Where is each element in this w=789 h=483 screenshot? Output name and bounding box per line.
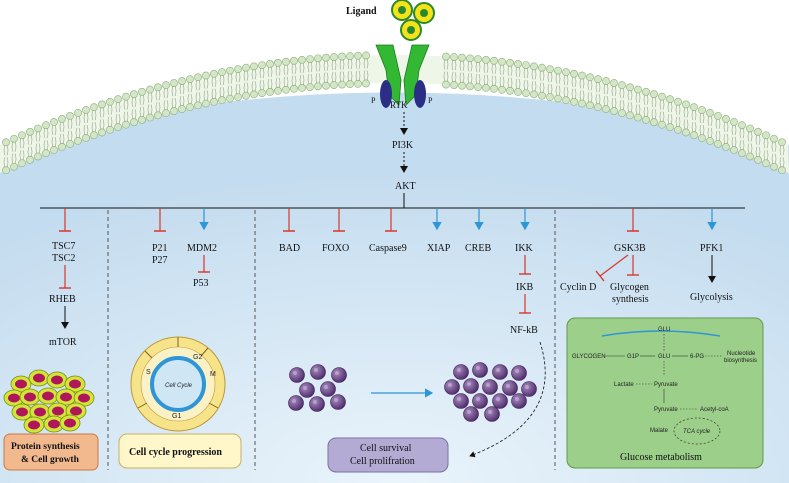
cell-cycle-wheel [130,336,226,432]
phase-g1-label: G1 [172,413,181,420]
ligand-label: Ligand [346,6,377,17]
creb-label: CREB [465,243,491,254]
met-malate: Malate [650,428,669,434]
cell-cycle-progression-label: Cell cycle progression [129,447,222,458]
cell-cycle-center-label: Cell Cycle [165,383,193,389]
cells-group-left [288,364,347,412]
branch-arrows [59,208,717,232]
met-pyruvate-1: Pyruvate [654,382,678,388]
rtk-label: RTK [390,100,408,110]
cell-survival-line2: Cell prolifration [350,456,415,467]
glycogen-label: Glycogen [610,282,649,293]
phase-m-label: M [210,371,216,378]
met-6pg: 6-PG [690,354,704,360]
met-g1p: G1P [627,354,639,360]
p53-label: P53 [193,278,209,289]
p27-label: P27 [152,255,168,266]
cell-membrane [0,51,789,175]
met-lactate: Lactate [614,382,634,388]
caspase9-label: Caspase9 [369,243,407,254]
foxo-label: FOXO [322,243,349,254]
met-nucleotide-1: Nucleotide [727,351,756,357]
met-glu-top: GLU [658,327,670,333]
rtk-receptor [375,44,430,108]
phase-g2-label: G2 [193,354,202,361]
nfkb-label: NF-kB [510,325,538,336]
protein-synthesis-box [3,433,99,471]
synthesis-label: synthesis [612,294,649,305]
tsc2-label: TSC2 [52,253,75,264]
mtor-label: mTOR [49,337,77,348]
glycolysis-label: Glycolysis [690,292,733,303]
met-glu-mid: GLU [658,354,670,360]
met-pyruvate-2: Pyruvate [654,407,678,413]
met-acetyl-coa: Acetyl-coA [700,407,729,413]
cell-survival-line1: Cell survival [360,443,412,454]
protein-synthesis-line1: Protein synthesis [11,442,80,452]
phospho-right-label: P [428,96,433,105]
protein-synthesis-line2: & Cell growth [21,455,80,465]
akt-label: AKT [395,181,416,192]
phospho-left-label: P [371,96,376,105]
cyclin-d-label: Cyclin D [560,282,596,293]
ligand-molecules [391,0,435,41]
xiap-label: XIAP [427,243,451,254]
cells-group-right [444,362,537,422]
tsc7-label: TSC7 [52,241,75,252]
glucose-metabolism-title: Glucose metabolism [620,452,702,463]
bad-label: BAD [279,243,300,254]
gsk3b-label: GSK3B [614,243,646,254]
rheb-label: RHEB [49,294,76,305]
cell-survival-box [327,437,449,473]
metabolism-to-survival-arrow [469,341,546,458]
cell-cluster [3,369,95,434]
met-tca-cycle: TCA cycle [683,429,711,435]
ikk-label: IKK [515,243,534,254]
pi3k-label: PI3K [392,140,414,151]
met-glycogen: GLYCOGEN [572,354,606,360]
mdm2-label: MDM2 [187,243,217,254]
p21-label: P21 [152,243,168,254]
pfk1-label: PFK1 [700,243,723,254]
cell-cycle-progression-box [118,433,242,469]
ikb-label: IKB [516,282,534,293]
met-nucleotide-2: biosynthesis [724,358,757,364]
glucose-metabolism-panel [566,317,764,469]
phase-s-label: S [146,369,151,376]
